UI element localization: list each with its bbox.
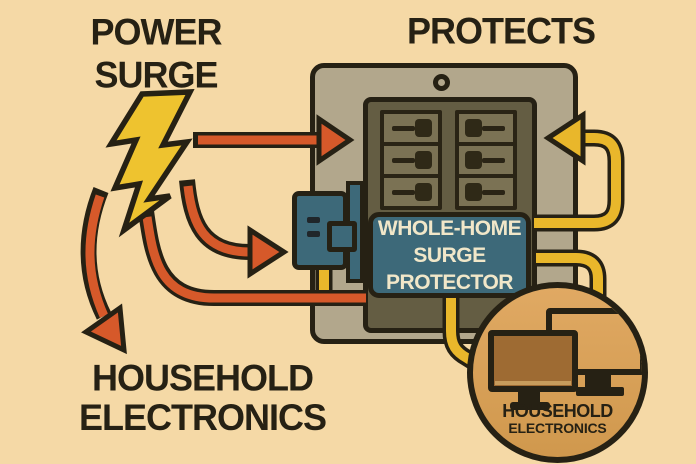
breaker-slot bbox=[481, 125, 505, 131]
monitor-chin bbox=[495, 381, 571, 385]
power-surge-title-line: SURGE bbox=[94, 53, 218, 96]
power-surge-title: POWER SURGE bbox=[66, 10, 246, 95]
breaker-toggle bbox=[415, 183, 432, 201]
household-electronics-title-line: ELECTRONICS bbox=[78, 395, 327, 439]
device-vent bbox=[307, 217, 320, 223]
monitor-stand bbox=[518, 392, 540, 404]
breaker-toggle bbox=[465, 119, 482, 137]
breaker-toggle bbox=[415, 119, 432, 137]
breaker-switch bbox=[459, 178, 513, 206]
lightning-bolt-icon bbox=[105, 89, 195, 238]
breaker-column-left bbox=[380, 110, 442, 210]
surge-protector-label: WHOLE-HOME SURGE PROTECTOR bbox=[368, 212, 531, 298]
monitor-icon bbox=[488, 330, 578, 392]
device-vent bbox=[307, 231, 320, 237]
protects-title-line: PROTECTS bbox=[406, 9, 596, 52]
breaker-slot bbox=[392, 157, 416, 163]
breaker-slot bbox=[392, 189, 416, 195]
badge-caption: HOUSEHOLD ELECTRONICS bbox=[473, 402, 642, 436]
surge-arrow-down bbox=[85, 194, 109, 318]
protected-devices-badge: HOUSEHOLD ELECTRONICS bbox=[467, 282, 648, 463]
breaker-switch bbox=[384, 114, 438, 146]
breaker-slot bbox=[481, 189, 505, 195]
breaker-slot bbox=[392, 125, 416, 131]
surge-arrow-middle bbox=[179, 179, 251, 260]
breaker-toggle bbox=[465, 151, 482, 169]
surge-arrow-down bbox=[80, 187, 112, 320]
breaker-switch bbox=[384, 178, 438, 206]
protects-title: PROTECTS bbox=[398, 9, 604, 52]
breaker-switch bbox=[459, 146, 513, 178]
surge-arrow-middle-head bbox=[247, 225, 289, 279]
surge-protector-label-line: PROTECTOR bbox=[386, 270, 513, 294]
breaker-column-right bbox=[455, 110, 517, 210]
surge-arrow-down-head bbox=[81, 303, 127, 355]
badge-caption-line: ELECTRONICS bbox=[508, 420, 607, 436]
breaker-toggle bbox=[465, 183, 482, 201]
breaker-slot bbox=[481, 157, 505, 163]
surge-protector-connector bbox=[327, 221, 357, 252]
monitor-base bbox=[510, 402, 550, 410]
surge-protector-label-line: SURGE bbox=[413, 243, 486, 267]
surge-arrow-middle bbox=[183, 185, 251, 257]
badge-caption-line: HOUSEHOLD bbox=[502, 401, 613, 421]
monitor-stand bbox=[585, 375, 611, 388]
surge-protector-label-line: WHOLE-HOME bbox=[377, 216, 522, 240]
breaker-toggle bbox=[415, 151, 432, 169]
breaker-switch bbox=[459, 114, 513, 146]
household-electronics-title: HOUSEHOLD ELECTRONICS bbox=[60, 358, 345, 437]
monitor-base bbox=[576, 387, 624, 396]
screw-icon bbox=[433, 74, 450, 91]
household-electronics-title-line: HOUSEHOLD bbox=[91, 356, 314, 400]
power-surge-title-line: POWER bbox=[90, 10, 222, 53]
breaker-switch bbox=[384, 146, 438, 178]
